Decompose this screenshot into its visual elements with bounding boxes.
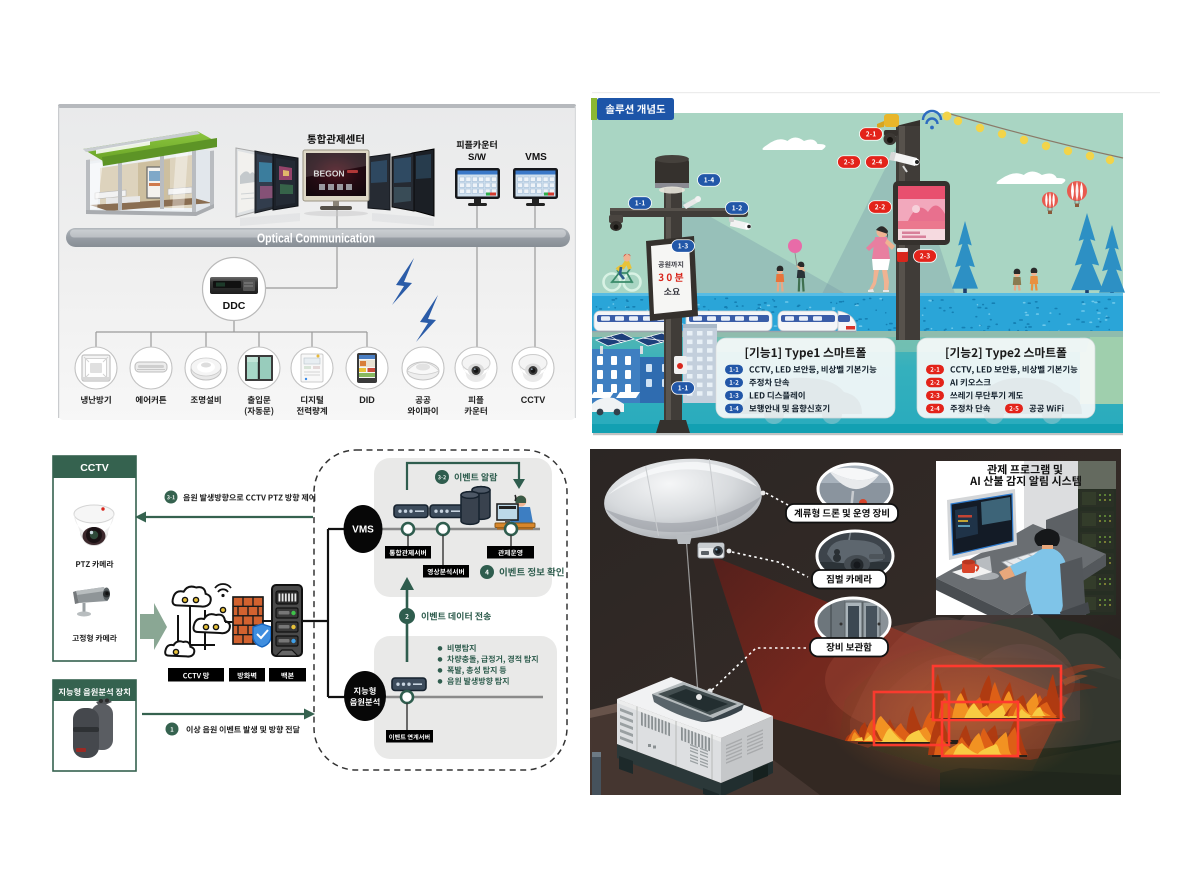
- svg-text:CCTV: CCTV: [521, 395, 546, 405]
- svg-text:VMS: VMS: [352, 525, 374, 536]
- svg-text:VMS: VMS: [525, 152, 547, 163]
- svg-text:DID: DID: [359, 395, 375, 405]
- svg-text:DDC: DDC: [223, 300, 246, 312]
- svg-text:CCTV: CCTV: [80, 462, 109, 474]
- svg-text:S/W: S/W: [468, 152, 486, 163]
- svg-text:Optical Communication: Optical Communication: [257, 232, 375, 246]
- svg-text:BEGON: BEGON: [313, 169, 344, 179]
